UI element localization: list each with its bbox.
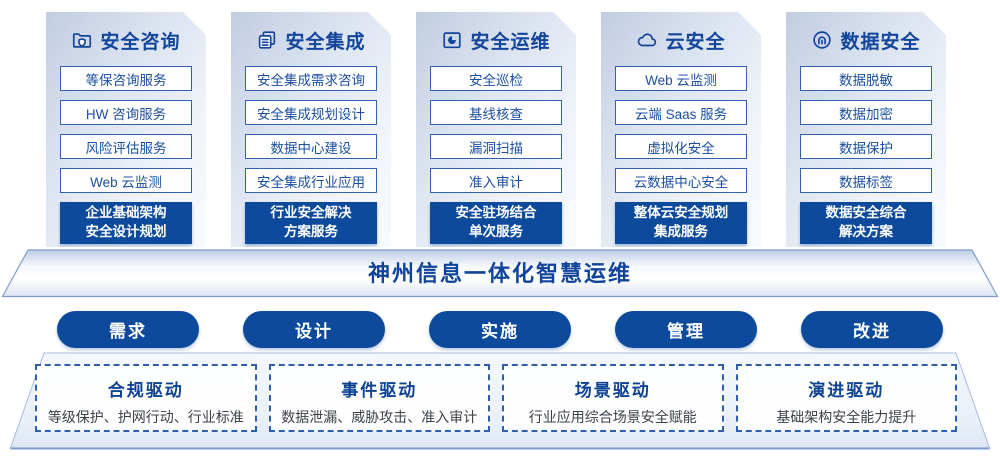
service-card-data-security: 数据安全 数据脱敏 数据加密 数据保护 数据标签 数据安全综合 解决方案	[786, 12, 946, 247]
highlight-box: 整体云安全规划 集成服务	[615, 202, 747, 244]
service-item: 基线核查	[430, 100, 562, 125]
card-items: 安全集成需求咨询 安全集成规划设计 数据中心建设 安全集成行业应用	[231, 66, 391, 193]
driver-title: 场景驱动	[574, 381, 651, 400]
process-pill-improvement: 改进	[801, 311, 943, 348]
highlight-line: 整体云安全规划	[633, 205, 729, 221]
driver-box-compliance: 合规驱动 等级保护、护网行动、行业标准	[35, 364, 257, 432]
highlight-box: 企业基础架构 安全设计规划	[60, 202, 192, 244]
folder-shield-icon	[71, 29, 93, 51]
service-item: Web 云监测	[615, 66, 747, 91]
highlight-line: 解决方案	[839, 224, 893, 239]
service-columns: 安全咨询 等保咨询服务 HW 咨询服务 风险评估服务 Web 云监测 企业基础架…	[46, 12, 946, 247]
card-items: Web 云监测 云端 Saas 服务 虚拟化安全 云数据中心安全	[601, 66, 761, 193]
service-item: HW 咨询服务	[60, 100, 192, 125]
card-items: 等保咨询服务 HW 咨询服务 风险评估服务 Web 云监测	[46, 66, 206, 193]
service-item: 安全集成行业应用	[245, 168, 377, 193]
highlight-line: 行业安全解决	[270, 205, 352, 221]
highlight-line: 集成服务	[654, 224, 708, 239]
service-item: 云端 Saas 服务	[615, 100, 747, 125]
service-item: 云数据中心安全	[615, 168, 747, 193]
card-header: 云安全	[601, 27, 761, 53]
service-item: 安全集成规划设计	[245, 100, 377, 125]
process-pill-design: 设计	[243, 311, 385, 348]
card-header: 安全运维	[416, 27, 576, 53]
service-card-security-operations: 安全运维 安全巡检 基线核查 漏洞扫描 准入审计 安全驻场结合 单次服务	[416, 12, 576, 247]
service-item: 数据保护	[800, 134, 932, 159]
card-title: 数据安全	[840, 31, 921, 53]
card-title: 安全运维	[470, 31, 551, 53]
service-item: 风险评估服务	[60, 134, 192, 159]
service-item: 准入审计	[430, 168, 562, 193]
highlight-line: 企业基础架构	[85, 205, 167, 221]
service-item: 漏洞扫描	[430, 134, 562, 159]
service-item: 数据加密	[800, 100, 932, 125]
card-header: 安全咨询	[46, 27, 206, 53]
driver-desc: 基础架构安全能力提升	[776, 409, 917, 425]
driver-title: 演进驱动	[808, 381, 885, 400]
driver-desc: 数据泄漏、威胁攻击、准入审计	[281, 409, 478, 425]
driver-title: 合规驱动	[107, 381, 184, 400]
driver-title: 事件驱动	[341, 381, 418, 400]
card-items: 安全巡检 基线核查 漏洞扫描 准入审计	[416, 66, 576, 193]
service-item: Web 云监测	[60, 168, 192, 193]
process-pills: 需求 设计 实施 管理 改进	[57, 311, 943, 348]
fingerprint-icon	[811, 29, 833, 51]
service-item: 安全巡检	[430, 66, 562, 91]
service-item: 数据脱敏	[800, 66, 932, 91]
card-items: 数据脱敏 数据加密 数据保护 数据标签	[786, 66, 946, 193]
service-card-security-consulting: 安全咨询 等保咨询服务 HW 咨询服务 风险评估服务 Web 云监测 企业基础架…	[46, 12, 206, 247]
service-item: 数据中心建设	[245, 134, 377, 159]
driver-boxes: 合规驱动 等级保护、护网行动、行业标准 事件驱动 数据泄漏、威胁攻击、准入审计 …	[35, 364, 957, 432]
service-item: 数据标签	[800, 168, 932, 193]
card-header: 数据安全	[786, 27, 946, 53]
highlight-box: 安全驻场结合 单次服务	[430, 202, 562, 244]
highlight-line: 方案服务	[284, 224, 338, 239]
driver-desc: 等级保护、护网行动、行业标准	[47, 409, 244, 425]
driver-desc: 行业应用综合场景安全赋能	[528, 409, 697, 425]
process-pill-requirements: 需求	[57, 311, 199, 348]
driver-box-incident: 事件驱动 数据泄漏、威胁攻击、准入审计	[268, 364, 490, 432]
service-item: 安全集成需求咨询	[245, 66, 377, 91]
documents-icon	[256, 29, 278, 51]
banner-platform-shape	[1, 249, 999, 298]
highlight-line: 安全驻场结合	[455, 205, 537, 221]
service-item: 虚拟化安全	[615, 134, 747, 159]
card-title: 安全集成	[285, 31, 366, 53]
process-pill-implementation: 实施	[429, 311, 571, 348]
highlight-line: 数据安全综合	[825, 205, 907, 221]
card-header: 安全集成	[231, 27, 391, 53]
card-title: 云安全	[665, 31, 726, 53]
cloud-icon	[636, 29, 658, 51]
driver-box-evolution: 演进驱动 基础架构安全能力提升	[735, 364, 957, 432]
highlight-box: 数据安全综合 解决方案	[800, 202, 932, 244]
process-pill-management: 管理	[615, 311, 757, 348]
banner-title: 神州信息一体化智慧运维	[367, 261, 632, 286]
highlight-box: 行业安全解决 方案服务	[245, 202, 377, 244]
pie-chart-folder-icon	[441, 29, 463, 51]
service-card-cloud-security: 云安全 Web 云监测 云端 Saas 服务 虚拟化安全 云数据中心安全 整体云…	[601, 12, 761, 247]
service-card-security-integration: 安全集成 安全集成需求咨询 安全集成规划设计 数据中心建设 安全集成行业应用 行…	[231, 12, 391, 247]
card-title: 安全咨询	[100, 31, 181, 53]
driver-box-scenario: 场景驱动 行业应用综合场景安全赋能	[502, 364, 724, 432]
highlight-line: 安全设计规划	[85, 224, 167, 239]
service-item: 等保咨询服务	[60, 66, 192, 91]
highlight-line: 单次服务	[469, 224, 523, 239]
